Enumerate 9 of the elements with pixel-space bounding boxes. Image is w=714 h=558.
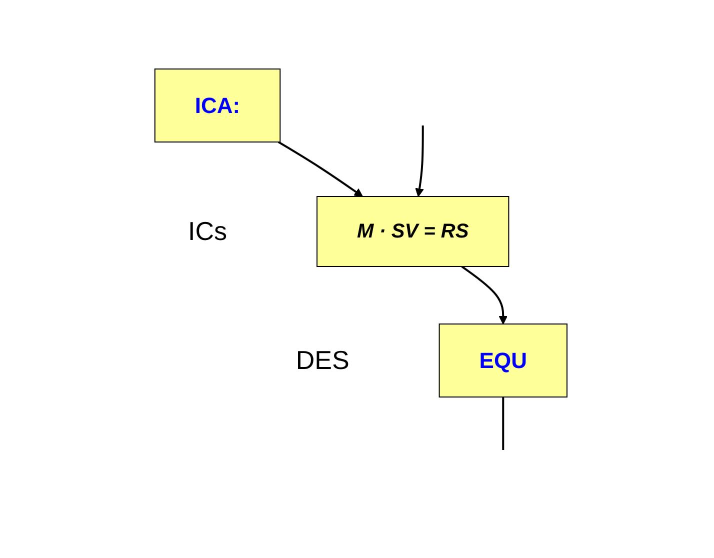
arrow xyxy=(414,125,424,196)
node-box: EQU xyxy=(438,323,567,397)
node-box: ICA: xyxy=(154,68,280,142)
arrow xyxy=(277,140,362,196)
arrow xyxy=(460,265,508,324)
node-label: DES xyxy=(295,344,349,374)
node-box: M · SV = RS xyxy=(316,196,509,266)
connector xyxy=(502,396,504,450)
node-label: ICs xyxy=(188,216,226,246)
